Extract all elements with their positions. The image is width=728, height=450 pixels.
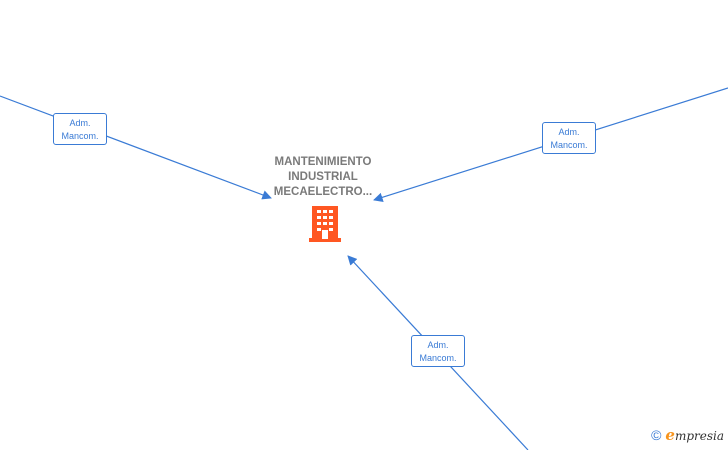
- copyright-icon: ©: [651, 427, 662, 443]
- company-name-line-3: MECAELECTRO...: [273, 186, 373, 198]
- company-name[interactable]: MANTENIMIENTO INDUSTRIAL MECAELECTRO...: [250, 155, 396, 200]
- edge-line-left: [0, 95, 272, 200]
- role-label-text: Adm.: [427, 340, 449, 350]
- brand-logo[interactable]: empresia: [665, 426, 724, 445]
- role-label-text: Adm.: [558, 127, 580, 137]
- role-label-text: Mancom.: [61, 131, 99, 141]
- company-name-line-2: INDUSTRIAL: [288, 171, 358, 183]
- company-name-line-1: MANTENIMIENTO: [274, 156, 372, 168]
- brand-initial: e: [665, 425, 675, 444]
- building-icon[interactable]: [309, 206, 341, 242]
- role-label-bottom[interactable]: Adm. Mancom.: [411, 335, 465, 367]
- role-label-text: Mancom.: [550, 140, 588, 150]
- footer-brand: © empresia: [651, 426, 724, 444]
- brand-name: mpresia: [674, 428, 724, 443]
- role-label-text: Mancom.: [419, 353, 457, 363]
- role-label-right[interactable]: Adm. Mancom.: [542, 122, 596, 154]
- role-label-left[interactable]: Adm. Mancom.: [53, 113, 107, 145]
- role-label-text: Adm.: [69, 118, 91, 128]
